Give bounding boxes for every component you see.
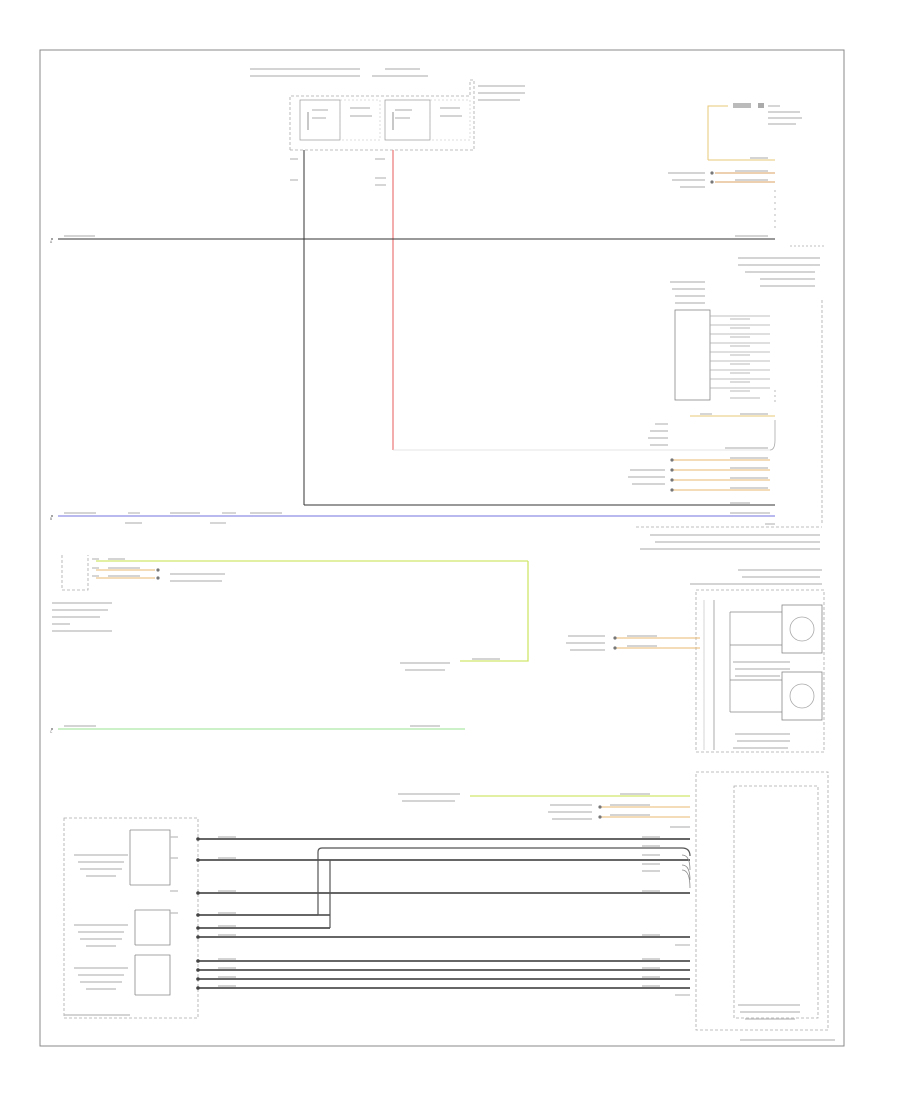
fuse-box-text-lines [250, 68, 525, 101]
fuse-b [384, 99, 431, 141]
top-right-module [668, 103, 802, 230]
control-module-block [628, 245, 824, 550]
diagram-frame [39, 49, 845, 1047]
rail-b-label: B [50, 517, 52, 521]
fuse-box [250, 68, 525, 151]
rail-c: C [50, 725, 465, 734]
transmission-harness [63, 817, 691, 1019]
fuse-box-outline [289, 79, 475, 150]
left-connector-group [52, 555, 529, 671]
red-wire-main [392, 150, 776, 451]
fuse-a [299, 99, 341, 141]
tcm-upper [566, 569, 825, 753]
black-wire-main [303, 150, 775, 506]
rail-a-label: A [50, 240, 53, 244]
rail-c-label: C [50, 730, 53, 734]
rail-b: B [50, 512, 775, 524]
tcm-lower [398, 771, 835, 1041]
rail-a: A [50, 235, 775, 244]
